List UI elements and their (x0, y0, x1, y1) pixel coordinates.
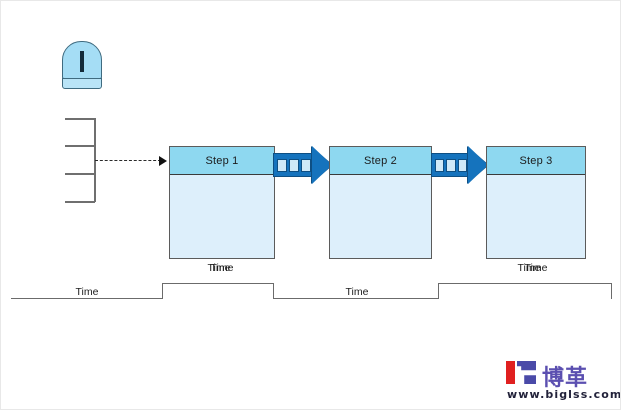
wave-low-segment (11, 298, 163, 300)
wave-low-segment (274, 298, 439, 300)
step-box-1[interactable]: Step 1 (169, 146, 275, 259)
wave-rising-edge (438, 283, 440, 299)
step-label-2: Step 2 (363, 154, 397, 167)
wave-rising-edge (162, 283, 164, 299)
comb-tooth (65, 201, 95, 203)
arrow-cell (435, 158, 445, 172)
dashed-arrow (95, 156, 167, 166)
logo-letter-i-icon (506, 361, 515, 384)
flow-arrow-1 (273, 146, 333, 184)
dome-body-shape (62, 41, 102, 79)
logo-mark-icon (506, 361, 536, 384)
step-label-3: Step 3 (519, 154, 553, 167)
wave-falling-edge (273, 283, 275, 299)
timeline-label-low-2: Time (345, 286, 369, 298)
arrow-cell (277, 158, 287, 172)
arrow-head-icon (159, 156, 167, 166)
arrow-head-icon (468, 146, 488, 184)
step-box-2[interactable]: Step 2 (329, 146, 432, 259)
dome-base-shape (62, 78, 102, 89)
arrow-cell (446, 158, 456, 172)
dome-token-icon (62, 41, 102, 91)
arrow-shaft-1 (273, 153, 315, 177)
step-box-3[interactable]: Step 3 (486, 146, 586, 259)
arrow-head-icon (312, 146, 332, 184)
brand-logo: 博革 www.biglss.com (506, 361, 620, 405)
wave-high-segment (163, 283, 274, 285)
flow-arrow-2 (431, 146, 489, 184)
dome-inner-bar-icon (80, 51, 84, 72)
arrow-cell (301, 158, 311, 172)
step-label-1: Step 1 (205, 154, 239, 167)
timeline-label-low-1: Time (75, 286, 99, 298)
logo-glyph-g-icon (517, 361, 536, 384)
comb-tooth (65, 145, 95, 147)
arrow-shaft-2 (431, 153, 471, 177)
wave-high-segment (439, 283, 612, 285)
brand-name-cn: 博革 (542, 366, 589, 391)
brand-url: www.biglss.com (507, 388, 621, 401)
comb-tooth (65, 118, 95, 120)
comb-spine (94, 118, 96, 202)
timeline-waveform: Time Time Time Time (1, 262, 620, 311)
arrow-cell (289, 158, 299, 172)
timeline-label-high-2: Time (517, 262, 541, 274)
step-header-3: Step 3 (487, 147, 585, 175)
timeline-label-high-1: Time (207, 262, 231, 274)
step-header-2: Step 2 (330, 147, 431, 175)
arrow-cell (457, 158, 467, 172)
dashed-line (95, 160, 161, 161)
step-time-caption-3: Time (524, 262, 548, 274)
step-time-caption-1: Time (210, 262, 234, 274)
wave-falling-edge (611, 283, 613, 299)
comb-tooth (65, 173, 95, 175)
step-header-1: Step 1 (170, 147, 274, 175)
